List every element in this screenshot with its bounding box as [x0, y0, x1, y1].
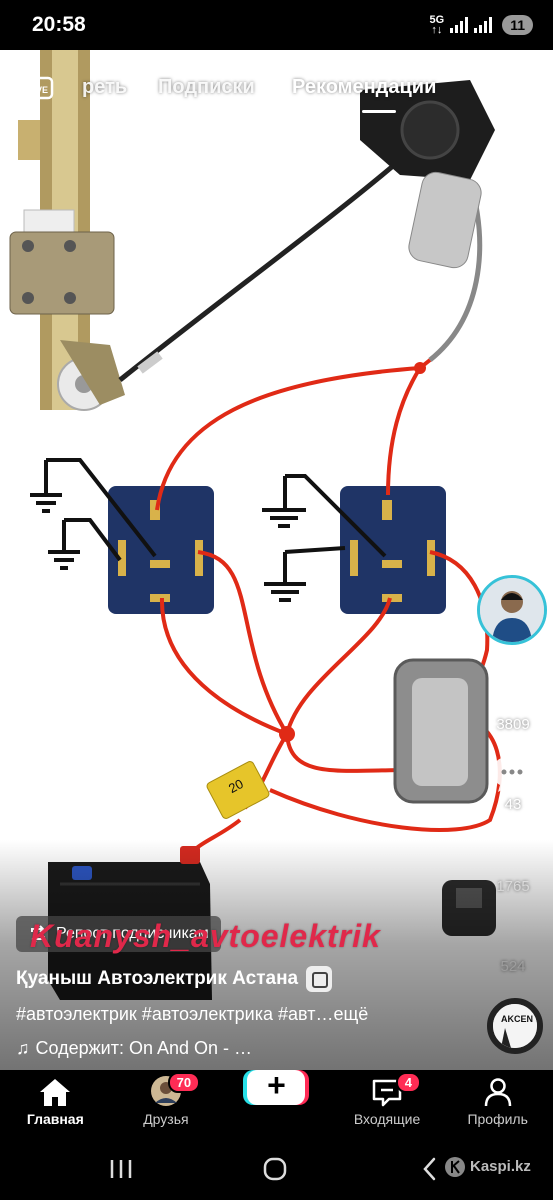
like-count: 3809	[496, 716, 530, 733]
tab-inbox-label: Входящие	[353, 1111, 421, 1127]
video-watermark: Kuanysh_avtoelektrik	[30, 918, 381, 954]
search-icon[interactable]	[498, 72, 532, 106]
tab-friends[interactable]: 70 Друзья	[111, 1070, 222, 1140]
repost-button[interactable]: Репост подписчикам	[16, 916, 221, 952]
tab-inbox[interactable]: 4 Входящие	[332, 1070, 443, 1140]
home-nav-icon[interactable]	[262, 1156, 288, 1182]
create-button[interactable]: +	[247, 1067, 306, 1105]
music-disc-text: AKCEN	[501, 1014, 533, 1024]
bottom-tab-bar: Главная 70 Друзья + 4 Входящие	[0, 1067, 553, 1140]
friends-badge: 70	[167, 1072, 201, 1093]
relay-left	[108, 486, 214, 614]
music-title[interactable]: Содержит: On And On - …	[35, 1038, 253, 1058]
signal-icon	[450, 17, 469, 33]
tab-watch[interactable]: реть	[82, 76, 128, 98]
repost-label: Репост подписчикам	[56, 925, 209, 942]
comment-icon[interactable]	[488, 752, 536, 794]
active-tab-indicator	[362, 110, 396, 113]
like-icon[interactable]	[488, 672, 536, 714]
window-regulator-rail	[9, 50, 125, 411]
status-time: 20:58	[32, 13, 86, 36]
system-navigation-bar: Kaspi.kz	[0, 1140, 553, 1200]
music-info[interactable]: ♫ Содержит: On And On - …	[16, 1038, 252, 1059]
author-name[interactable]: Қуаныш Автоэлектрик Астана	[16, 968, 299, 989]
svg-text:LIVE: LIVE	[28, 85, 48, 95]
tab-profile-label: Профиль	[467, 1111, 528, 1127]
status-bar: 20:58 5G↑↓ 11	[0, 0, 553, 50]
status-icons: 5G↑↓ 11	[429, 14, 533, 36]
kaspi-label: Kaspi.kz	[470, 1158, 531, 1175]
tab-home-label: Главная	[26, 1111, 84, 1127]
battery-indicator: 11	[502, 15, 533, 35]
caption-gradient	[0, 840, 553, 1070]
comment-count: 43	[504, 796, 522, 813]
window-motor	[360, 80, 495, 269]
plus-icon: +	[267, 1067, 286, 1103]
collection-icon[interactable]	[306, 966, 333, 992]
tab-subscriptions[interactable]: Подписки	[158, 76, 255, 98]
live-icon[interactable]: LIVE	[22, 72, 54, 102]
back-icon[interactable]	[420, 1156, 440, 1182]
window-switch	[393, 658, 489, 804]
fuse-label: 20	[226, 776, 246, 796]
fuse: 20	[206, 761, 270, 819]
tab-friends-label: Друзья	[143, 1111, 189, 1127]
ground-symbols	[30, 458, 387, 602]
caption-hashtags[interactable]: #автоэлектрик #автоэлектрика #авт…	[16, 1004, 334, 1024]
tab-home[interactable]: Главная	[0, 1070, 111, 1140]
relay-right	[340, 486, 446, 614]
tab-recommendations[interactable]: Рекомендации	[292, 76, 437, 98]
signal-icon-2	[474, 17, 493, 33]
post-caption[interactable]: #автоэлектрик #автоэлектрика #авт…ещё	[16, 1004, 456, 1025]
network-icon: 5G↑↓	[429, 14, 445, 36]
tab-profile[interactable]: Профиль	[442, 1070, 553, 1140]
recent-apps-icon[interactable]	[108, 1158, 134, 1180]
profile-icon	[484, 1078, 511, 1107]
tab-create[interactable]: +	[221, 1067, 332, 1140]
caption-more[interactable]: ещё	[333, 1004, 369, 1024]
post-author[interactable]: Қуаныш Автоэлектрик Астана	[16, 966, 333, 992]
music-disc[interactable]: AKCEN	[487, 998, 543, 1054]
repost-icon	[31, 925, 45, 943]
home-icon	[40, 1079, 71, 1106]
kaspi-logo-icon	[445, 1157, 465, 1177]
author-avatar[interactable]	[477, 575, 547, 645]
inbox-badge: 4	[395, 1072, 422, 1093]
music-note-icon: ♫	[16, 1038, 30, 1058]
network-label: 5G	[429, 14, 445, 26]
